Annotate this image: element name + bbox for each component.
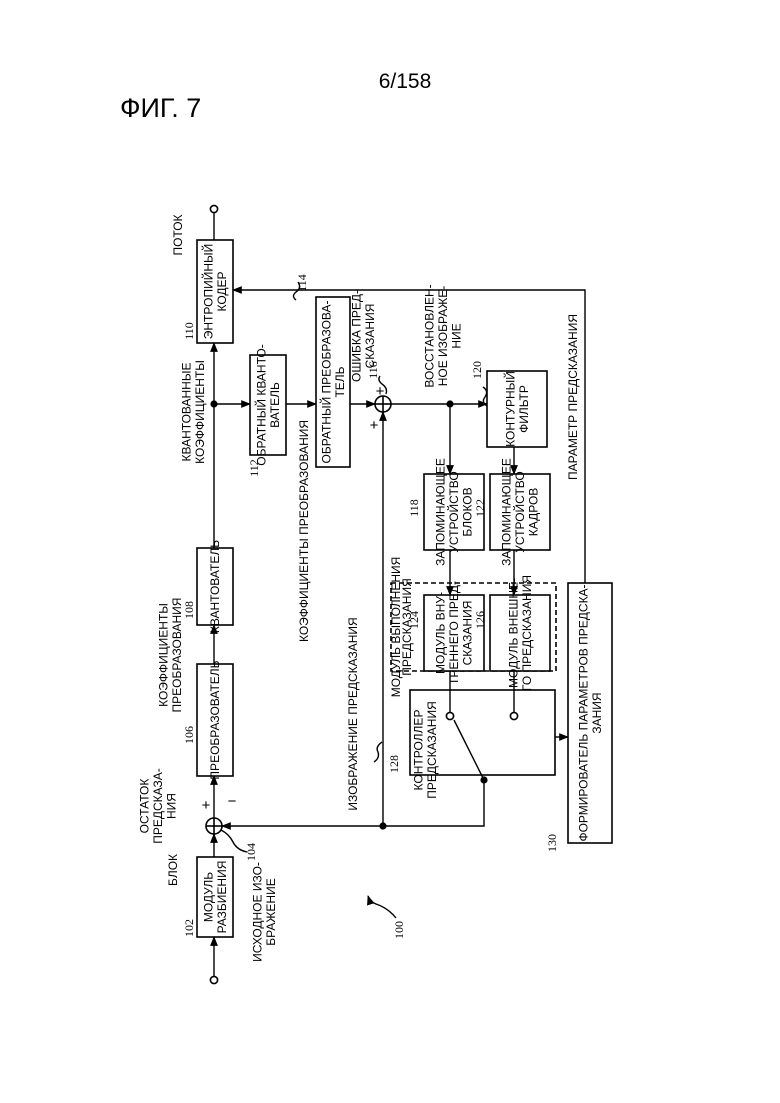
quantized-coefficients-label: КВАНТОВАННЫЕКОЭФФИЦИЕНТЫ (179, 360, 207, 464)
reconstructed-image-label: ВОССТАНОВЛЕН-НОЕ ИЗОБРАЖЕ-НИЕ (423, 284, 464, 387)
prediction-residual-label: ОСТАТОКПРЕДСКАЗА-НИЯ (138, 768, 179, 844)
adder-plus-sign: + (370, 417, 379, 434)
transformer-ref-number: 106 (182, 726, 196, 744)
block-signal-label: БЛОК (166, 854, 180, 886)
ref-leader (374, 742, 382, 762)
inter-predictor-ref-number: 126 (473, 611, 487, 629)
subtractor-ref-number: 104 (244, 843, 258, 861)
block-memory-ref-number: 118 (407, 499, 421, 517)
entropy-coder-ref-number: 110 (182, 322, 196, 340)
inverse-transformer-ref-number: 114 (295, 274, 309, 292)
prediction-parameter-label: ПАРАМЕТР ПРЕДСКАЗАНИЯ (566, 314, 580, 480)
terminal-circle (210, 976, 217, 983)
junction-dot (210, 400, 217, 407)
inter-predictor-label: МОДУЛЬ ВНЕШНЕ-ГО ПРЕДСКАЗАНИЯ (506, 575, 534, 691)
quantizer-ref-number: 108 (182, 601, 196, 619)
subtractor-ref-number: 104 (244, 843, 258, 861)
source-image-label: ИСХОДНОЕ ИЗО-БРАЖЕНИЕ (250, 862, 278, 962)
quantizer-ref-number: 108 (182, 601, 196, 619)
inverse-transform-coefficients-label: КОЭФФИЦИЕНТЫ ПРЕОБРАЗОВАНИЯ (297, 420, 311, 642)
block-signal-label: БЛОК (166, 854, 180, 886)
transformer-ref-number: 106 (182, 726, 196, 744)
reconstructed-image-label: ВОССТАНОВЛЕН-НОЕ ИЗОБРАЖЕ-НИЕ (423, 284, 464, 387)
inverse-transformer-ref-number: 114 (295, 274, 309, 292)
adder-ref-number: 116 (366, 361, 380, 379)
terminal-circle (446, 712, 453, 719)
adder-plus-sign: + (376, 383, 385, 400)
block-memory-ref-number: 118 (407, 499, 421, 517)
loop-filter-ref-number: 120 (470, 361, 484, 379)
prediction-controller-ref-number: 128 (387, 755, 401, 773)
quantizer-label: КВАНТОВАТЕЛЬ (208, 540, 222, 633)
inverse-transform-coefficients-label: КОЭФФИЦИЕНТЫ ПРЕОБРАЗОВАНИЯ (297, 420, 311, 642)
junction-dot (446, 400, 453, 407)
stream-label: ПОТОК (171, 214, 185, 255)
junction-dot (480, 776, 487, 783)
transform-coefficients-label: КОЭФФИЦИЕНТЫПРЕОБРАЗОВАНИЯ (156, 598, 184, 713)
param-generator-ref-number: 130 (545, 834, 559, 852)
encoder-ref-number: 100 (392, 921, 406, 939)
quantizer-label: КВАНТОВАТЕЛЬ (208, 540, 222, 633)
subtractor-minus-sign: − (228, 793, 237, 810)
terminal-circle (210, 205, 217, 212)
intra-predictor-ref-number: 124 (407, 611, 421, 629)
prediction-controller-label: КОНТРОЛЛЕРПРЕДСКАЗАНИЯ (411, 701, 439, 799)
prediction-controller-ref-number: 128 (387, 755, 401, 773)
inverse-quantizer-ref-number: 112 (247, 459, 261, 477)
prediction-parameter-label: ПАРАМЕТР ПРЕДСКАЗАНИЯ (566, 314, 580, 480)
quantized-coefficients-label: КВАНТОВАННЫЕКОЭФФИЦИЕНТЫ (179, 360, 207, 464)
diagram-labels: МОДУЛЬРАЗБИЕНИЯ102ПРЕОБРАЗОВАТЕЛЬ106КВАН… (138, 214, 604, 961)
prediction-image-label: ИЗОБРАЖЕНИЕ ПРЕДСКАЗАНИЯ (346, 617, 360, 810)
loop-filter-ref-number: 120 (470, 361, 484, 379)
stream-label: ПОТОК (171, 214, 185, 255)
prediction-residual-label: ОСТАТОКПРЕДСКАЗА-НИЯ (138, 768, 179, 844)
prediction-controller-label: КОНТРОЛЛЕРПРЕДСКАЗАНИЯ (411, 701, 439, 799)
prediction-image-label: ИЗОБРАЖЕНИЕ ПРЕДСКАЗАНИЯ (346, 617, 360, 810)
inverse-quantizer-ref-number: 112 (247, 459, 261, 477)
intra-predictor-ref-number: 124 (407, 611, 421, 629)
entropy-coder-ref-number: 110 (182, 322, 196, 340)
inter-predictor-label: МОДУЛЬ ВНЕШНЕ-ГО ПРЕДСКАЗАНИЯ (506, 575, 534, 691)
transformer-label: ПРЕОБРАЗОВАТЕЛЬ (208, 660, 222, 779)
switch-arm (454, 720, 484, 780)
splitter-ref-number: 102 (182, 919, 196, 937)
inter-predictor-ref-number: 126 (473, 611, 487, 629)
terminal-circle (510, 712, 517, 719)
transform-coefficients-label: КОЭФФИЦИЕНТЫПРЕОБРАЗОВАНИЯ (156, 598, 184, 713)
encoder-ref-number: 100 (392, 921, 406, 939)
encoder-ref-leader (368, 896, 396, 918)
param-generator-ref-number: 130 (545, 834, 559, 852)
adder-ref-number: 116 (366, 361, 380, 379)
frame-memory-ref-number: 122 (473, 499, 487, 517)
splitter-ref-number: 102 (182, 919, 196, 937)
junction-dot (379, 822, 386, 829)
transformer-label: ПРЕОБРАЗОВАТЕЛЬ (208, 660, 222, 779)
frame-memory-ref-number: 122 (473, 499, 487, 517)
subtractor-plus-sign: + (202, 797, 211, 814)
source-image-label: ИСХОДНОЕ ИЗО-БРАЖЕНИЕ (250, 862, 278, 962)
